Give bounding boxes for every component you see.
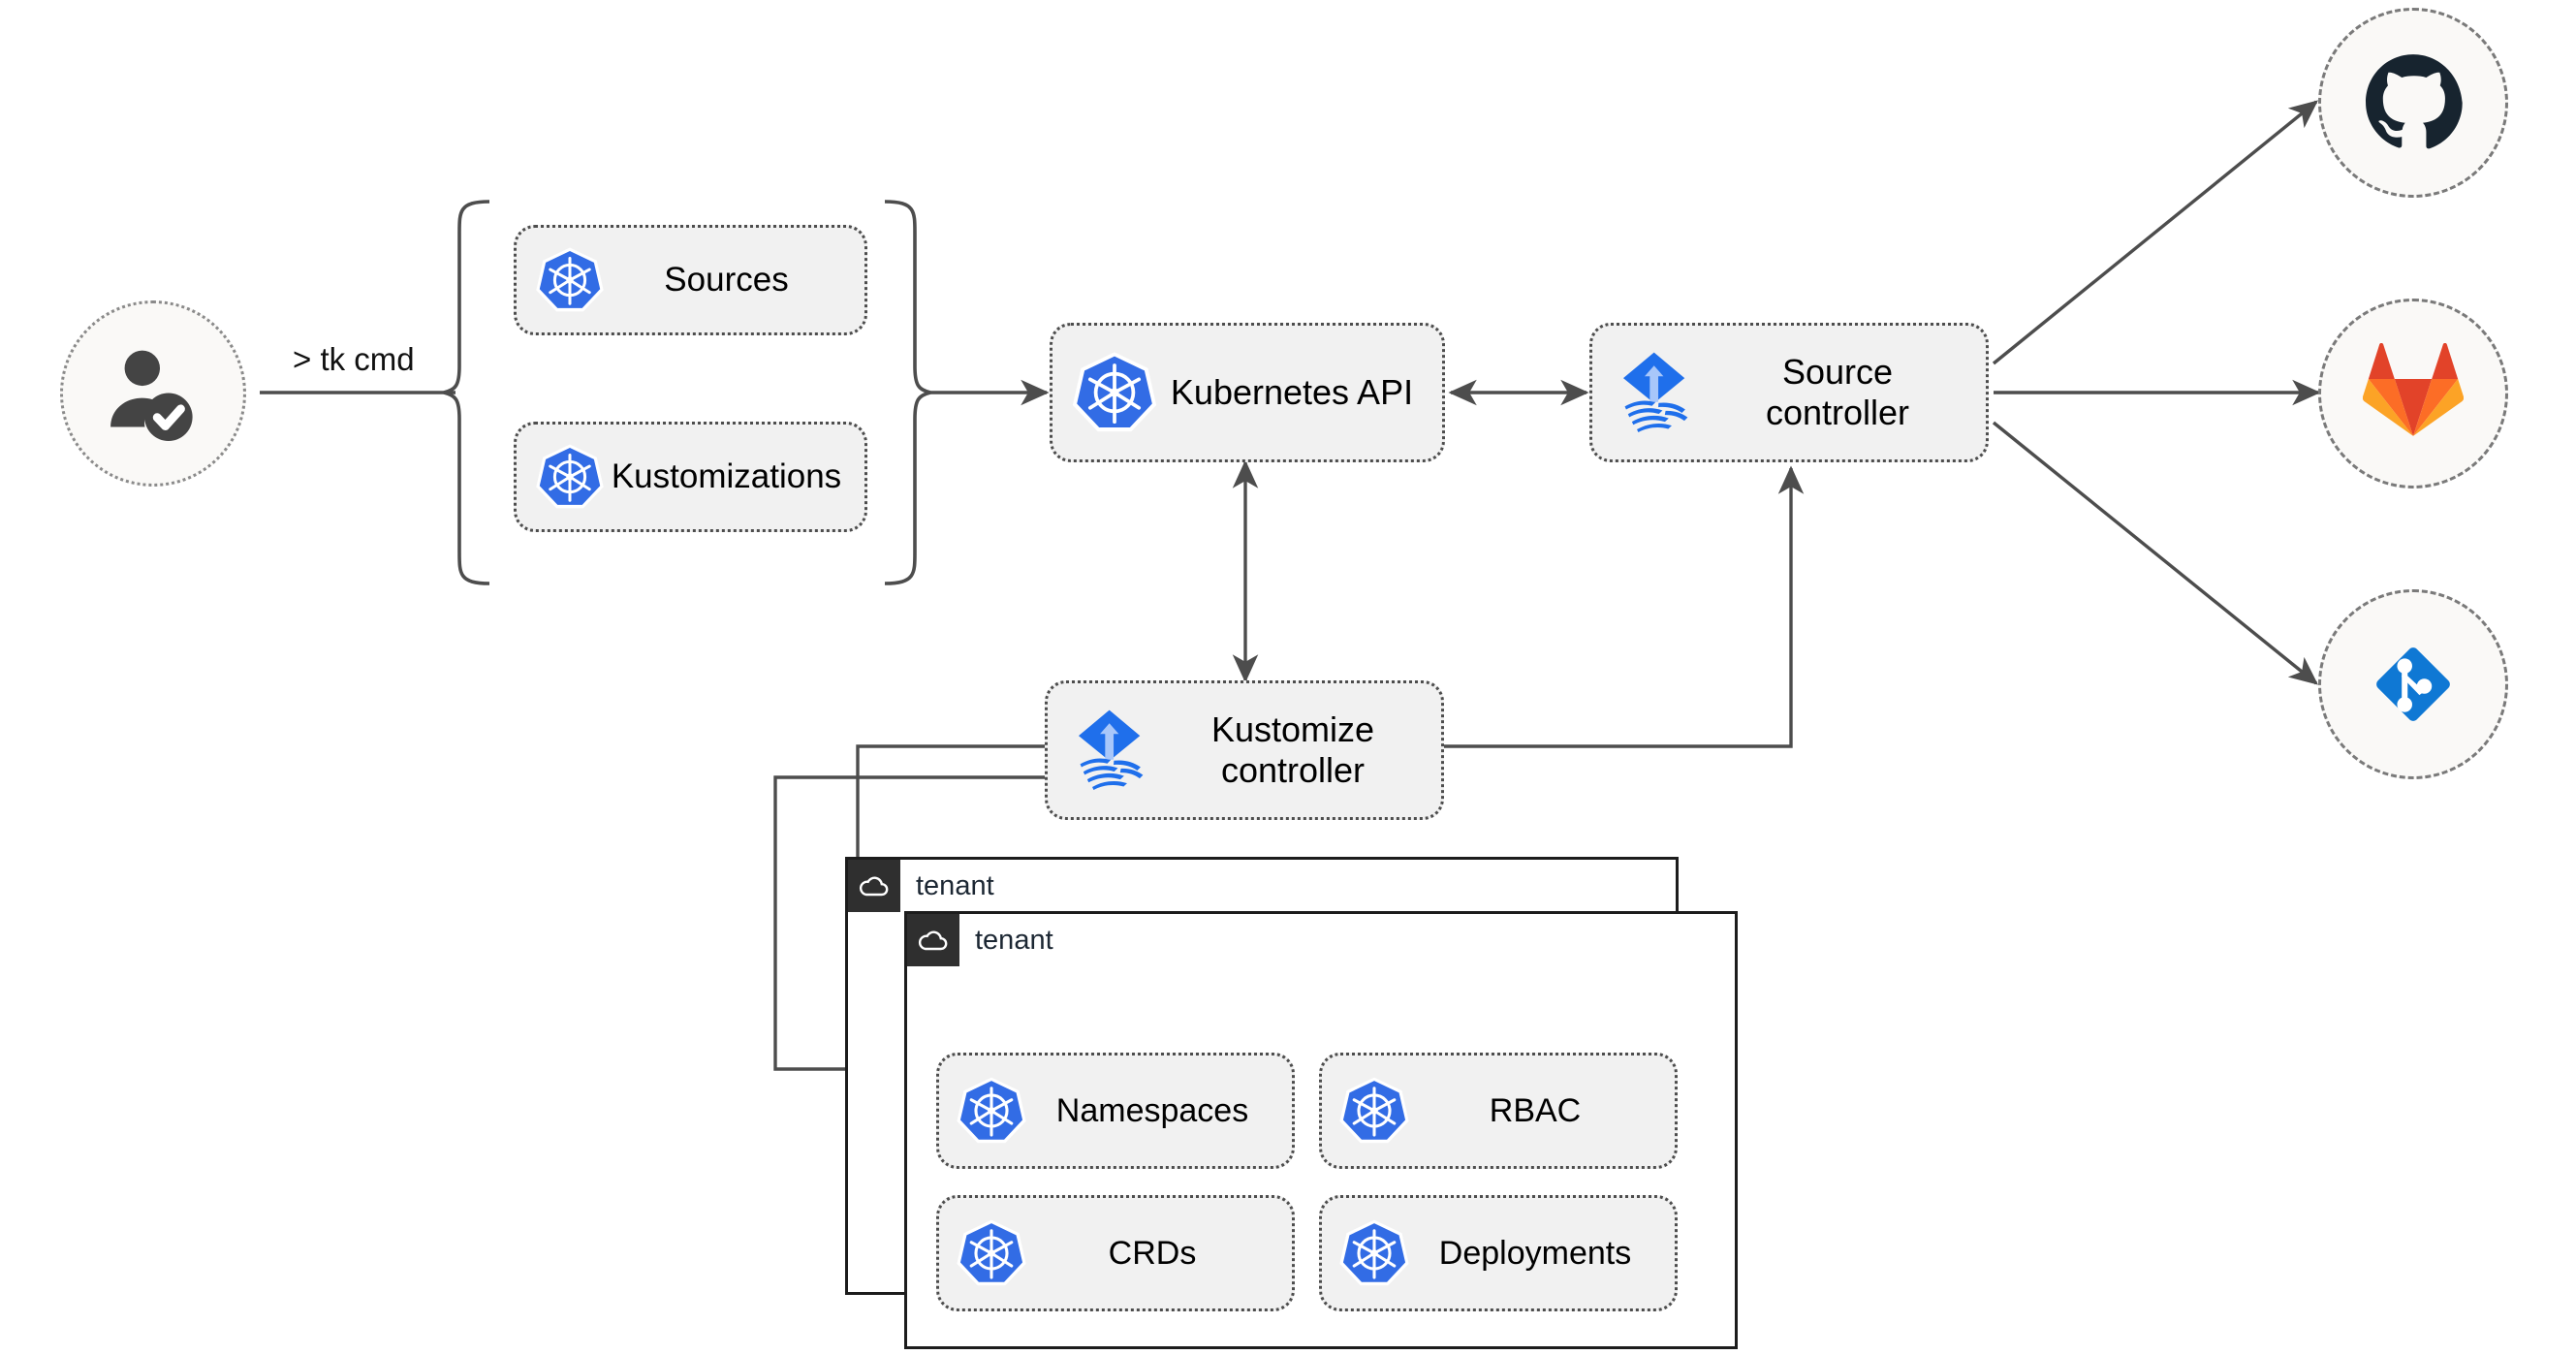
kubernetes-icon [955,1074,1028,1148]
node-github[interactable] [2318,8,2508,198]
kubernetes-icon [534,244,606,316]
tenant-title: tenant [916,869,994,901]
tenant-container-2: tenant [904,911,1738,1349]
node-namespaces[interactable]: Namespaces [936,1053,1295,1169]
azure-devops-git-icon [2376,647,2450,721]
tenant-title: tenant [975,924,1053,956]
node-label: Namespaces [1055,1091,1249,1129]
cloud-icon [848,860,900,912]
node-kustomizations[interactable]: Kustomizations [514,422,867,532]
flux-icon [1061,702,1158,799]
node-label: Kustomizations [611,457,842,496]
edge-source-to-github [1992,100,2318,365]
brace-right [884,200,931,585]
kubernetes-icon [534,441,606,513]
node-kubernetes-api[interactable]: Kubernetes API [1050,323,1445,462]
github-icon [2366,54,2463,149]
node-label: Deployments [1438,1234,1632,1272]
brace-left [443,200,490,585]
flux-icon [1606,344,1703,441]
node-crds[interactable]: CRDs [936,1195,1295,1311]
edge-kustomize-to-source-controller [1440,465,1805,748]
gitlab-icon [2363,343,2464,436]
cloud-icon [907,914,959,966]
user-verified-icon [110,350,193,441]
kubernetes-icon [1070,348,1159,437]
node-source-controller[interactable]: Source controller [1589,323,1989,462]
kubernetes-icon [1337,1216,1411,1290]
node-label: RBAC [1489,1091,1582,1129]
node-deployments[interactable]: Deployments [1319,1195,1678,1311]
node-label: Source controller [1765,351,1910,432]
node-rbac[interactable]: RBAC [1319,1053,1678,1169]
edge-label-tk-cmd: > tk cmd [293,341,415,377]
node-azure-devops[interactable] [2318,589,2508,779]
node-gitlab[interactable] [2318,299,2508,488]
edge-source-to-azure [1992,421,2318,685]
node-sources[interactable]: Sources [514,225,867,335]
node-label: Kustomize controller [1210,709,1375,790]
node-label: Kubernetes API [1170,371,1414,412]
kubernetes-icon [1337,1074,1411,1148]
actor-user [60,300,246,487]
node-label: CRDs [1108,1234,1197,1272]
node-kustomize-controller[interactable]: Kustomize controller [1045,680,1444,820]
kubernetes-icon [955,1216,1028,1290]
node-label: Sources [664,261,789,299]
